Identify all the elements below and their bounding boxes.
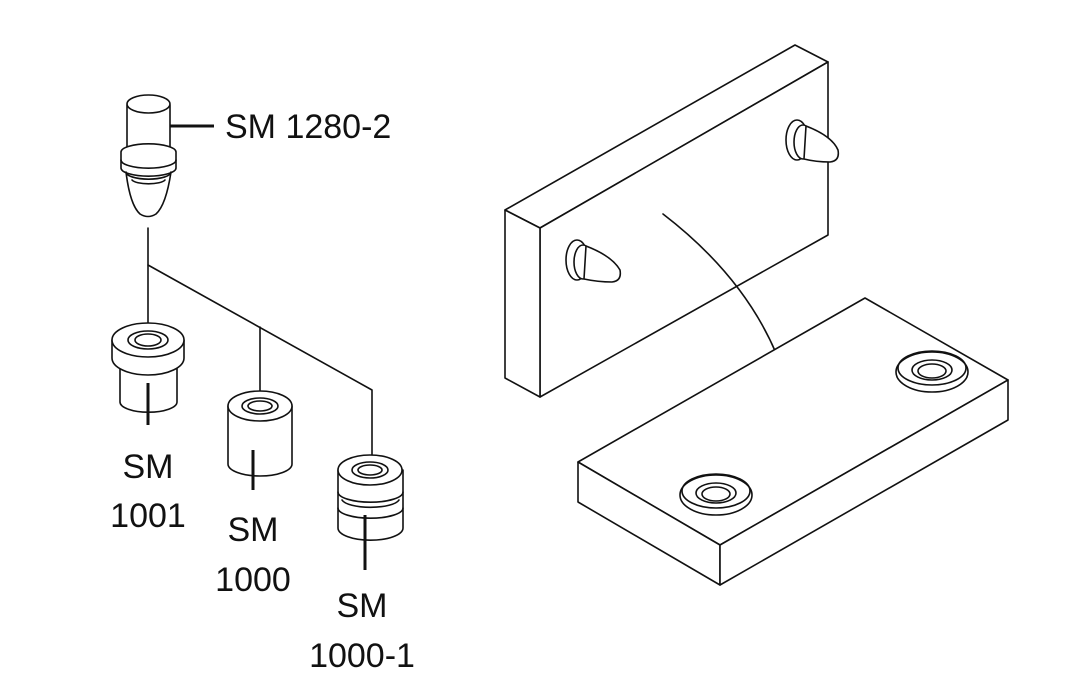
label-sm1280-2: SM 1280-2 bbox=[225, 108, 391, 146]
label-sm1000-line1: SM bbox=[228, 511, 279, 549]
lower-plate bbox=[577, 297, 1009, 586]
label-sm1000-line2: 1000 bbox=[215, 561, 291, 599]
plate-guide-pin bbox=[785, 119, 840, 163]
connector-lines bbox=[147, 227, 373, 459]
bushing-sm1000-1-part bbox=[337, 454, 404, 541]
label-sm1000-1-line1: SM bbox=[337, 587, 388, 625]
label-sm1000-1-line2: 1000-1 bbox=[309, 637, 415, 675]
upper-plate bbox=[504, 44, 829, 398]
plate-bushing-hole bbox=[679, 473, 753, 516]
bushing-sm1000-part bbox=[227, 390, 293, 477]
plate-guide-pin bbox=[565, 239, 622, 283]
label-sm1001-line1: SM bbox=[123, 448, 174, 486]
guide-pin-part bbox=[120, 94, 177, 218]
plate-bushing-hole bbox=[895, 350, 969, 393]
label-sm1001-line2: 1001 bbox=[110, 497, 186, 535]
